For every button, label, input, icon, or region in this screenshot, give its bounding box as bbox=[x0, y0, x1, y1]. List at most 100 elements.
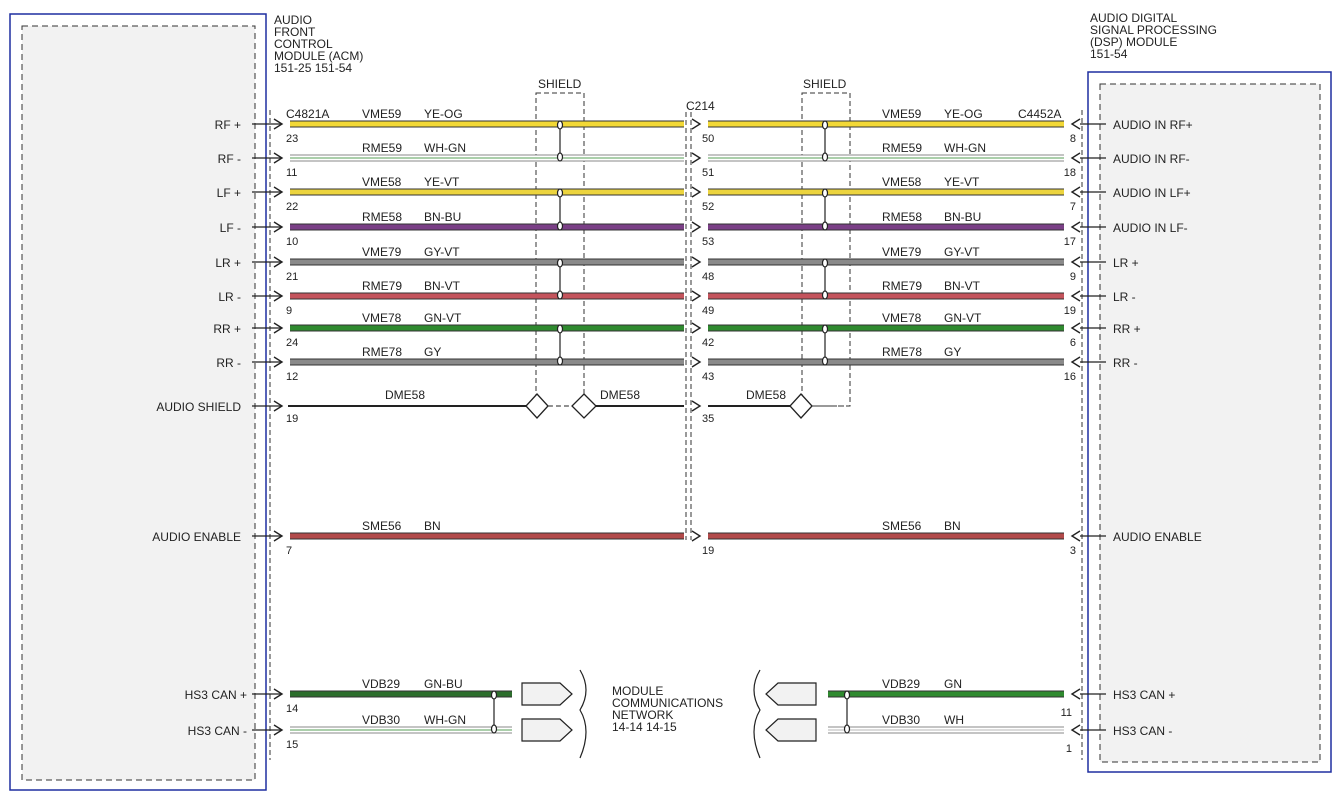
acm-pin-label: LR - bbox=[218, 290, 241, 304]
inline-connector-label: C214 bbox=[686, 99, 715, 113]
network-connector-shape bbox=[521, 718, 573, 742]
wire-color-code: GN-BU bbox=[424, 677, 463, 691]
dsp-pin-label: LR + bbox=[1113, 256, 1139, 270]
network-connector-shape bbox=[765, 682, 817, 706]
circuit-number: VME79 bbox=[362, 245, 402, 259]
acm-pin-arrow bbox=[273, 356, 284, 368]
wire-color-code: BN-BU bbox=[944, 210, 981, 224]
dsp-pin-arrow bbox=[1070, 256, 1081, 268]
audio-shield-pin: 19 bbox=[286, 413, 298, 425]
dsp-pin-arrow bbox=[1070, 118, 1081, 130]
acm-pin-arrow bbox=[273, 530, 284, 542]
twisted-pair-marker-loop bbox=[556, 258, 564, 268]
circuit-number: RME59 bbox=[362, 141, 402, 155]
c214-pin-number: 51 bbox=[702, 167, 714, 179]
shield-drain-diamond bbox=[571, 393, 597, 419]
acm-title-line: AUDIO bbox=[274, 13, 312, 27]
network-label-line: NETWORK bbox=[612, 708, 673, 722]
twisted-pair-marker-loop bbox=[556, 290, 564, 300]
twisted-pair-marker-loop bbox=[490, 690, 498, 700]
wire-color-code: GY-VT bbox=[424, 245, 460, 259]
dsp-pin-arrow bbox=[1070, 356, 1081, 368]
c214-pin-arrow bbox=[691, 186, 702, 198]
shield-drain-diamond bbox=[789, 393, 813, 419]
dsp-title-line: SIGNAL PROCESSING bbox=[1090, 23, 1217, 37]
c214-pin-number: 49 bbox=[702, 305, 714, 317]
c214-pin-number: 53 bbox=[702, 236, 714, 248]
dsp-title-line: (DSP) MODULE bbox=[1090, 35, 1177, 49]
dsp-pin-label: LR - bbox=[1113, 290, 1136, 304]
wire-color-code: WH-GN bbox=[944, 141, 986, 155]
twisted-pair-marker-loop bbox=[821, 324, 829, 334]
acm-pin-number: 15 bbox=[286, 739, 298, 751]
circuit-number: RME58 bbox=[882, 210, 922, 224]
wire-color-code: BN bbox=[944, 519, 961, 533]
shield-label-right: SHIELD bbox=[803, 77, 847, 91]
shield-label-left: SHIELD bbox=[538, 77, 582, 91]
audio-shield-label: AUDIO SHIELD bbox=[156, 400, 241, 414]
dsp-pin-number: 1 bbox=[1066, 743, 1072, 755]
acm-pin-number: 23 bbox=[286, 133, 298, 145]
twisted-pair-marker-loop bbox=[556, 324, 564, 334]
c214-pin-arrow bbox=[691, 152, 702, 164]
acm-pin-arrow bbox=[273, 400, 284, 412]
acm-pin-arrow bbox=[273, 186, 284, 198]
c214-pin-arrow bbox=[691, 356, 702, 368]
acm-pin-number: 9 bbox=[286, 305, 292, 317]
dsp-pin-number: 8 bbox=[1070, 133, 1076, 145]
c214-pin-arrow bbox=[691, 530, 702, 542]
dsp-pin-label: HS3 CAN - bbox=[1113, 724, 1172, 738]
acm-title-line: MODULE (ACM) bbox=[274, 49, 363, 63]
c214-pin-arrow bbox=[691, 290, 702, 302]
dsp-pin-arrow bbox=[1070, 688, 1081, 700]
wire-color-code: WH-GN bbox=[424, 141, 466, 155]
acm-pin-label: RR - bbox=[216, 356, 241, 370]
c214-pin-arrow bbox=[691, 322, 702, 334]
c214-pin-number: 43 bbox=[702, 371, 714, 383]
circuit-number: VDB29 bbox=[362, 677, 400, 691]
acm-pin-number: 21 bbox=[286, 271, 298, 283]
c214-pin-number: 42 bbox=[702, 337, 714, 349]
twisted-pair-marker-loop bbox=[556, 120, 564, 130]
acm-title-line: CONTROL bbox=[274, 37, 333, 51]
acm-pin-label: LF + bbox=[217, 186, 241, 200]
network-bracket-left bbox=[579, 669, 587, 759]
twisted-pair-marker-loop bbox=[556, 188, 564, 198]
acm-module-frame bbox=[9, 13, 267, 791]
c214-pin-number: 52 bbox=[702, 201, 714, 213]
acm-pin-number: 10 bbox=[286, 236, 298, 248]
dsp-pin-label: AUDIO IN LF- bbox=[1113, 221, 1188, 235]
dsp-pin-arrow bbox=[1070, 186, 1081, 198]
dsp-pin-arrow bbox=[1070, 290, 1081, 302]
dsp-pin-number: 16 bbox=[1064, 371, 1076, 383]
dsp-pin-number: 19 bbox=[1064, 305, 1076, 317]
acm-title-line: 151-25 151-54 bbox=[274, 61, 352, 75]
circuit-number: VME79 bbox=[882, 245, 922, 259]
circuit-number: SME56 bbox=[362, 519, 402, 533]
circuit-number: RME78 bbox=[362, 345, 402, 359]
twisted-pair-marker-loop bbox=[556, 356, 564, 366]
wire-color-code: GN bbox=[944, 677, 962, 691]
dsp-pin-label: AUDIO IN RF+ bbox=[1113, 118, 1193, 132]
acm-pin-number: 12 bbox=[286, 371, 298, 383]
network-bracket-right bbox=[753, 669, 761, 759]
audio-shield-circuit: DME58 bbox=[600, 388, 640, 402]
dsp-pin-number: 6 bbox=[1070, 337, 1076, 349]
acm-pin-number: 24 bbox=[286, 337, 298, 349]
twisted-pair-marker-loop bbox=[821, 221, 829, 231]
acm-pin-number: 11 bbox=[286, 167, 297, 179]
acm-module-body bbox=[21, 25, 256, 781]
wire-color-code: GN-VT bbox=[424, 311, 462, 325]
twisted-pair-marker-loop bbox=[843, 690, 851, 700]
circuit-number: VME78 bbox=[362, 311, 402, 325]
acm-pin-label: RF + bbox=[215, 118, 241, 132]
network-label-line: 14-14 14-15 bbox=[612, 720, 677, 734]
acm-pin-number: 7 bbox=[286, 545, 292, 557]
twisted-pair-marker-loop bbox=[821, 152, 829, 162]
acm-pin-arrow bbox=[273, 290, 284, 302]
circuit-number: RME78 bbox=[882, 345, 922, 359]
dsp-connector-label: C4452A bbox=[1018, 107, 1061, 121]
circuit-number: VME59 bbox=[882, 107, 922, 121]
